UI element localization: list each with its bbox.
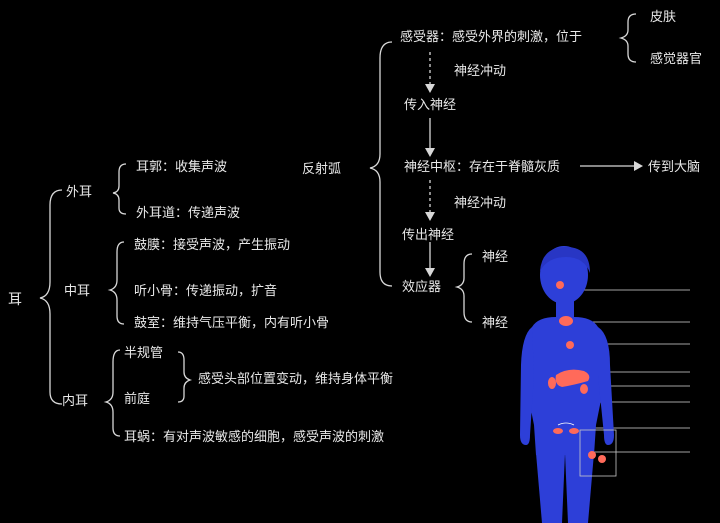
balance-function: 感受头部位置变动，维持身体平衡 [198,372,394,387]
inner-brace [103,349,121,437]
outer-ear-label: 外耳 [66,185,93,200]
receptor: 感受器：感受外界的刺激，位于 [400,30,583,45]
effector: 效应器 [402,280,442,295]
middle-ear-item-cavity: 鼓室：维持气压平衡，内有听小骨 [134,316,330,331]
human-body-figure [520,246,617,523]
receptor-brace [618,13,637,63]
nerve-impulse-2: 神经冲动 [454,196,507,211]
afferent-nerve: 传入神经 [404,98,457,113]
nerve-center: 神经中枢：存在于脊髓灰质 [404,160,561,175]
receptor-sense-organ: 感觉器官 [650,52,703,67]
nerve-impulse-1: 神经冲动 [454,64,507,79]
middle-ear-item-eardrum: 鼓膜：接受声波，产生振动 [134,238,291,253]
outer-ear-item-auricle: 耳郭：收集声波 [136,160,228,175]
vestibule: 前庭 [124,392,151,407]
outer-ear-item-canal: 外耳道：传递声波 [136,206,241,221]
reflex-arc-label: 反射弧 [302,162,342,177]
semicircular-canal: 半规管 [124,346,164,361]
to-brain: 传到大脑 [648,160,701,175]
effector-brace [454,253,473,323]
effector-nerve-2: 神经 [482,316,509,331]
effector-nerve-1: 神经 [482,250,509,265]
efferent-nerve: 传出神经 [402,228,455,243]
balance-brace [177,351,193,403]
cochlea: 耳蜗：有对声波敏感的细胞，感受声波的刺激 [124,430,385,445]
middle-ear-label: 中耳 [64,284,91,299]
root-brace [39,189,63,405]
middle-brace [107,241,125,325]
middle-ear-item-ossicles: 听小骨：传递振动，扩音 [134,284,278,299]
ear-root-label: 耳 [8,292,22,308]
receptor-skin: 皮肤 [650,10,677,25]
inner-ear-label: 内耳 [62,394,89,409]
reflex-brace [369,41,393,287]
outer-brace [112,163,127,215]
